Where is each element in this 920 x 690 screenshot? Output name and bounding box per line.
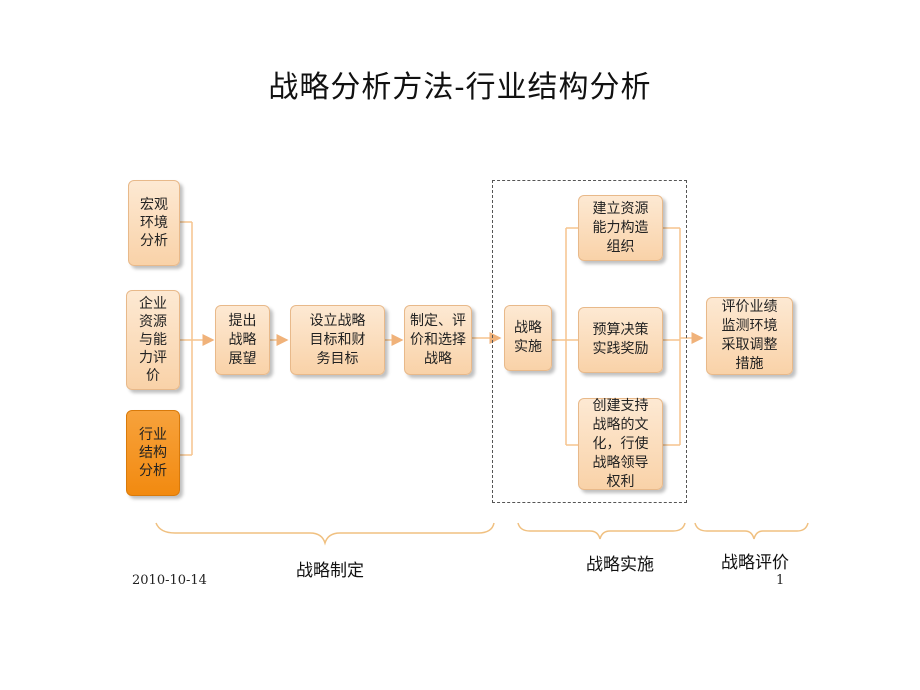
phase-label-formulation: 战略制定 [296,561,364,581]
box-vision: 提出 战略 展望 [215,305,270,375]
box-culture-leadership: 创建支持 战略的文 化，行使 战略领导 权利 [578,398,663,490]
implementation-frame [492,180,687,503]
box-industry-structure: 行业 结构 分析 [126,410,180,496]
brace-evaluation [694,522,809,540]
box-formulate: 制定、评 价和选择 战略 [404,305,472,375]
brace-implementation [517,522,686,540]
box-build-organization: 建立资源 能力构造 组织 [578,195,663,261]
phase-label-evaluation: 战略评价 [721,553,789,573]
page-title: 战略分析方法-行业结构分析 [268,70,652,105]
page-number: 1 [776,573,785,588]
box-evaluate: 评价业绩 监测环境 采取调整 措施 [706,297,793,375]
box-goals: 设立战略 目标和财 务目标 [290,305,385,375]
box-implement: 战略 实施 [504,305,552,371]
box-budget-rewards: 预算决策 实践奖励 [578,307,663,373]
box-macro-environment: 宏观 环境 分析 [128,180,180,266]
box-enterprise-resources: 企业 资源 与能 力评 价 [126,290,180,390]
footer-date: 2010-10-14 [132,573,207,588]
phase-label-implementation: 战略实施 [586,555,654,575]
brace-formulation [155,522,495,546]
